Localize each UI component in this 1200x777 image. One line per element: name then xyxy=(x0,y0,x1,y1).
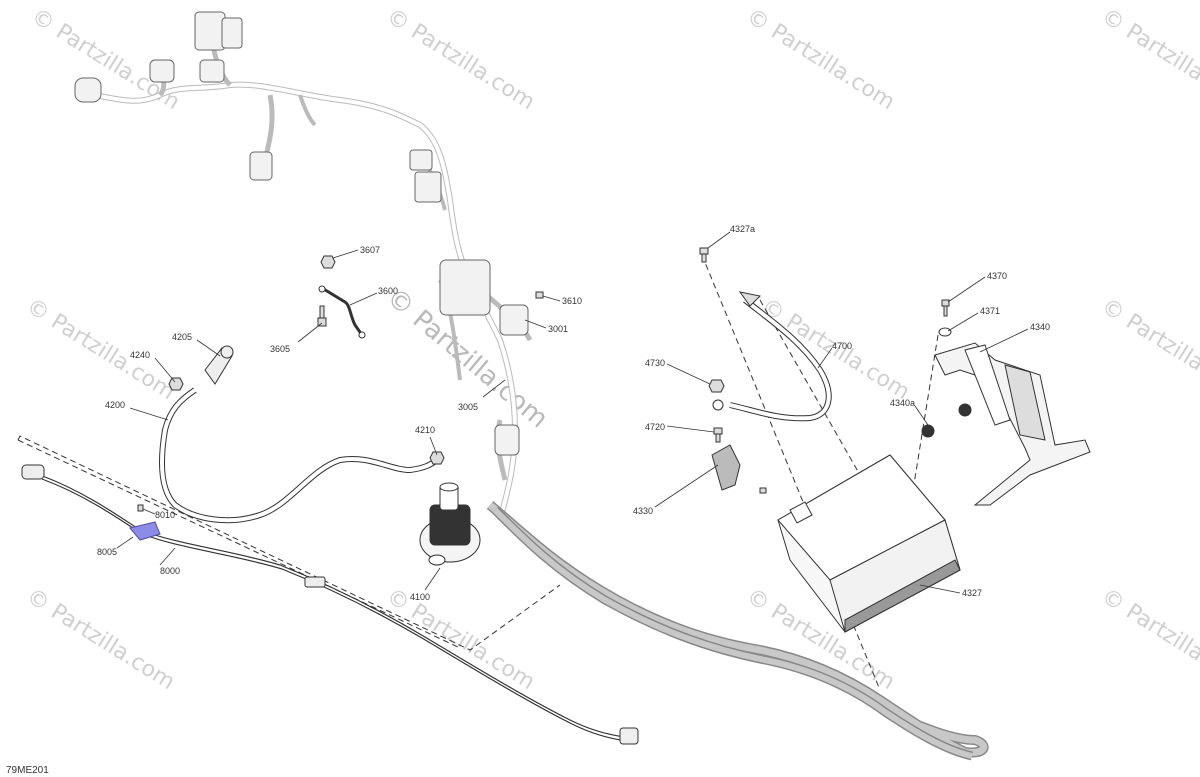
grommet-4340a xyxy=(921,403,972,438)
nut-4210 xyxy=(429,451,445,465)
battery-4327 xyxy=(777,454,961,633)
callout-4720[interactable]: 4720 xyxy=(645,422,665,432)
callout-4240[interactable]: 4240 xyxy=(130,350,150,360)
callout-3005[interactable]: 3005 xyxy=(458,402,478,412)
callout-4340a[interactable]: 4340a xyxy=(890,398,915,408)
callout-4340[interactable]: 4340 xyxy=(1030,322,1050,332)
cover-4330 xyxy=(711,444,741,491)
callout-3001[interactable]: 3001 xyxy=(548,324,568,334)
cable-4700 xyxy=(712,291,832,422)
clip-8000-mid xyxy=(304,576,326,588)
callout-8000[interactable]: 8000 xyxy=(160,566,180,576)
bolt-4370 xyxy=(941,299,950,317)
callout-8005[interactable]: 8005 xyxy=(97,547,117,557)
watermark-text: © Partzilla.com xyxy=(22,294,179,405)
connector-8000-end xyxy=(21,464,639,745)
terminal-4205 xyxy=(204,345,234,385)
callout-4371[interactable]: 4371 xyxy=(980,306,1000,316)
bolt-3610 xyxy=(535,291,544,299)
clip-8005 xyxy=(129,521,161,541)
callout-4370[interactable]: 4370 xyxy=(987,271,1007,281)
harness-connectors xyxy=(74,11,529,456)
watermark-text: © Partzilla.com xyxy=(382,4,539,115)
cable-4200 xyxy=(159,387,439,524)
callout-3607[interactable]: 3607 xyxy=(360,245,380,255)
callout-4210[interactable]: 4210 xyxy=(415,425,435,435)
callout-3605[interactable]: 3605 xyxy=(270,344,290,354)
bolt-small xyxy=(759,487,767,494)
callout-3600[interactable]: 3600 xyxy=(378,286,398,296)
callout-4327[interactable]: 4327 xyxy=(962,588,982,598)
callout-labels: 4327a 3607 3600 3610 3605 3001 3005 4205… xyxy=(97,224,1050,602)
callout-3610[interactable]: 3610 xyxy=(562,296,582,306)
nut-3607 xyxy=(320,255,336,269)
bolt-3605 xyxy=(317,305,327,327)
bolt-4327a xyxy=(699,247,709,263)
callout-4100[interactable]: 4100 xyxy=(410,592,430,602)
solenoid-4100 xyxy=(419,482,481,566)
watermark-text: © Partzilla.com xyxy=(1097,294,1200,405)
callout-4200[interactable]: 4200 xyxy=(105,400,125,410)
callout-4205[interactable]: 4205 xyxy=(172,332,192,342)
bracket-3600 xyxy=(318,285,366,339)
callout-4700[interactable]: 4700 xyxy=(832,341,852,351)
callout-4330[interactable]: 4330 xyxy=(633,506,653,516)
washer-4371 xyxy=(938,327,952,337)
callout-4327a[interactable]: 4327a xyxy=(730,224,755,234)
leader-lines xyxy=(116,231,1029,594)
callout-4730[interactable]: 4730 xyxy=(645,358,665,368)
bracket-4340 xyxy=(934,342,1091,506)
watermark-text: © Partzilla.com xyxy=(382,584,539,695)
bolt-8010 xyxy=(137,504,144,512)
diagram-reference-id: 79ME201 xyxy=(6,765,49,776)
watermark-text: © Partzilla.com xyxy=(1097,4,1200,115)
bolt-4720 xyxy=(713,427,723,443)
cable-8000 xyxy=(39,474,628,742)
watermark-text: © Partzilla.com xyxy=(22,584,179,695)
nut-4730 xyxy=(708,379,725,393)
watermark-text: © Partzilla.com xyxy=(1097,584,1200,695)
battery-cable xyxy=(486,501,989,761)
nut-4240 xyxy=(168,377,184,391)
watermark-text: © Partzilla.com xyxy=(742,4,899,115)
callout-8010[interactable]: 8010 xyxy=(155,510,175,520)
